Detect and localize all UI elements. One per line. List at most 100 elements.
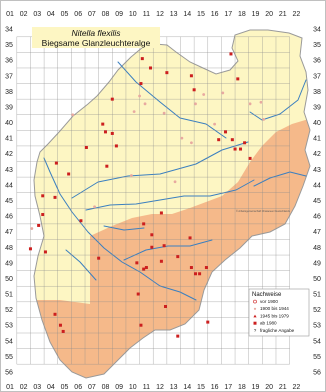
column-label-top: 13 — [170, 11, 178, 18]
record-dot — [230, 138, 234, 142]
row-label-left: 43 — [5, 167, 13, 174]
record-dot — [176, 334, 180, 338]
record-dot — [101, 122, 105, 126]
column-label-bottom: 21 — [279, 384, 287, 391]
record-dot — [67, 172, 71, 176]
row-label-right: 40 — [313, 120, 321, 127]
record-dot — [43, 250, 47, 254]
column-label-top: 03 — [33, 11, 41, 18]
legend-item-label: ab 1980 — [260, 321, 277, 326]
eder-river — [253, 171, 307, 187]
record-dot — [41, 194, 45, 198]
column-label-top: 05 — [61, 11, 69, 18]
row-label-right: 38 — [313, 89, 321, 96]
record-dot — [140, 57, 144, 61]
row-label-left: 48 — [5, 245, 13, 252]
row-label-right: 34 — [313, 27, 321, 34]
column-label-bottom: 18 — [238, 384, 246, 391]
faint-record-dot — [194, 102, 197, 106]
row-label-right: 50 — [313, 276, 321, 283]
lippe-river — [71, 141, 249, 199]
sieg-river — [123, 239, 213, 261]
record-dot — [97, 256, 101, 260]
column-label-bottom: 13 — [170, 384, 178, 391]
column-label-bottom: 09 — [115, 384, 123, 391]
column-label-bottom: 01 — [6, 384, 14, 391]
faint-record-dot — [221, 91, 225, 95]
record-dot — [79, 219, 83, 223]
column-label-top: 04 — [47, 11, 55, 18]
legend-symbol-open-dot — [253, 299, 257, 304]
column-label-bottom: 06 — [74, 384, 82, 391]
legend-box — [248, 288, 310, 337]
column-label-top: 22 — [293, 11, 301, 18]
column-label-top: 09 — [115, 11, 123, 18]
row-label-left: 38 — [5, 89, 13, 96]
column-label-bottom: 22 — [293, 384, 301, 391]
column-label-bottom: 07 — [88, 384, 96, 391]
row-label-right: 44 — [313, 182, 321, 189]
row-label-right: 51 — [313, 292, 321, 299]
row-label-right: 46 — [313, 214, 321, 221]
record-dots — [28, 52, 252, 338]
row-label-right: 53 — [313, 323, 321, 330]
column-label-top: 01 — [6, 11, 14, 18]
record-dot — [189, 266, 193, 270]
record-dot — [159, 211, 163, 215]
legend-item: ab 1980 — [253, 321, 277, 326]
row-label-left: 52 — [5, 307, 13, 314]
faint-record-dot — [143, 102, 147, 106]
record-dot — [28, 247, 32, 251]
legend-item: ?fragliche Angabe — [254, 328, 295, 333]
faint-record-dot — [71, 113, 75, 117]
faint-record-dot — [213, 122, 217, 126]
ems-river — [117, 61, 227, 139]
column-label-bottom: 16 — [211, 384, 219, 391]
column-label-top: 10 — [129, 11, 137, 18]
column-label-top: 21 — [279, 11, 287, 18]
column-label-bottom: 11 — [143, 384, 150, 391]
column-label-top: 07 — [88, 11, 96, 18]
row-label-left: 37 — [5, 73, 13, 80]
row-label-right: 42 — [313, 151, 321, 158]
row-label-right: 36 — [313, 58, 321, 65]
column-label-bottom: 10 — [129, 384, 137, 391]
legend-symbol-question-mark: ? — [254, 328, 257, 333]
wupper-river — [103, 225, 145, 231]
erft-river — [65, 249, 97, 281]
row-label-right: 48 — [313, 245, 321, 252]
column-label-top: 08 — [102, 11, 110, 18]
legend-title: Nachweise — [252, 292, 282, 298]
row-label-left: 54 — [5, 338, 13, 345]
record-dot — [176, 255, 180, 259]
record-dot — [163, 305, 167, 309]
column-label-top: 20 — [265, 11, 273, 18]
row-label-right: 49 — [313, 260, 321, 267]
row-label-left: 44 — [5, 182, 13, 189]
row-label-left: 45 — [5, 198, 13, 205]
row-label-left: 46 — [5, 214, 13, 221]
row-label-left: 41 — [5, 136, 13, 143]
record-dot — [142, 267, 146, 271]
record-dot — [243, 141, 247, 145]
record-dot — [150, 245, 154, 249]
record-dot — [233, 147, 237, 151]
record-dot — [194, 272, 198, 276]
record-dot — [136, 292, 140, 296]
legend-item-label: fragliche Angabe — [260, 328, 295, 333]
record-dot — [236, 77, 240, 81]
column-label-bottom: 20 — [265, 384, 273, 391]
record-dot — [248, 156, 252, 160]
faint-record-dot — [162, 111, 166, 115]
row-label-left: 49 — [5, 260, 13, 267]
row-label-left: 34 — [5, 27, 13, 34]
faint-records — [30, 91, 266, 230]
row-label-left: 42 — [5, 151, 13, 158]
row-label-right: 43 — [313, 167, 321, 174]
column-label-top: 19 — [252, 11, 260, 18]
faint-record-dot — [190, 141, 193, 145]
record-dot — [239, 147, 243, 151]
record-dot — [198, 272, 202, 276]
species-name: Nitella flexilis — [71, 28, 121, 38]
